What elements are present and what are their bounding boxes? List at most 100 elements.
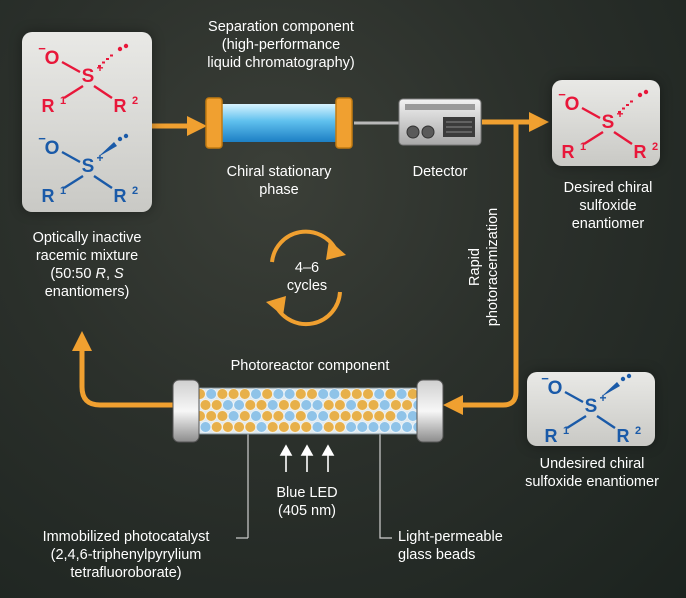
- detector-icon: [398, 98, 482, 146]
- sulfur-atom: S: [602, 112, 615, 133]
- glass-bead: [210, 399, 223, 411]
- glass-beads-label: Light-permeable glass beads: [398, 529, 503, 563]
- glass-bead: [300, 399, 313, 411]
- lone-pair-dot: [620, 376, 626, 382]
- bond-s-r1: [583, 130, 604, 146]
- glass-bead: [339, 410, 352, 422]
- racemic-label: Optically inactive racemic mixture (50:5…: [32, 230, 142, 300]
- glass-bead: [378, 421, 391, 433]
- detector-label: Detector: [412, 164, 468, 180]
- photoreactor-tube: [172, 379, 444, 443]
- glass-bead: [367, 421, 380, 433]
- separation-label: Separation component (high-performance l…: [207, 19, 355, 71]
- r2-group: R: [114, 96, 127, 116]
- glass-bead: [210, 421, 223, 433]
- chiral-column: [205, 97, 353, 149]
- glass-bead: [222, 399, 234, 411]
- r2-superscript: 2: [652, 141, 658, 153]
- glass-bead: [345, 399, 357, 411]
- glass-bead: [328, 388, 341, 400]
- glass-bead: [306, 410, 318, 422]
- r2-group: R: [634, 142, 647, 162]
- oxygen-atom: O: [45, 138, 60, 159]
- glass-bead: [272, 410, 285, 422]
- glass-bead: [216, 388, 229, 400]
- glass-beads-leader: [379, 430, 392, 539]
- lone-pair-dot: [637, 92, 643, 98]
- r1-superscript: 1: [60, 95, 66, 107]
- glass-bead: [261, 388, 274, 400]
- glass-bead: [362, 410, 374, 422]
- r2-superscript: 2: [132, 95, 138, 107]
- chiral-phase-label: Chiral stationary phase: [226, 164, 332, 198]
- glass-bead: [311, 399, 324, 411]
- glass-bead: [334, 421, 346, 433]
- glass-bead: [350, 410, 363, 422]
- glass-bead: [311, 421, 324, 433]
- bond-s-r2: [596, 415, 616, 429]
- glass-bead: [227, 388, 240, 400]
- glass-bead: [401, 421, 413, 433]
- glass-bead: [227, 410, 240, 422]
- photoreactor-label: Photoreactor component: [230, 358, 390, 374]
- glass-bead: [283, 388, 296, 400]
- glass-bead: [278, 399, 290, 411]
- glass-bead: [239, 410, 251, 422]
- bond-o-s: [61, 60, 81, 74]
- glass-bead: [362, 388, 374, 400]
- glass-bead: [289, 421, 301, 433]
- glass-bead: [300, 421, 313, 433]
- r1-group: R: [562, 142, 575, 162]
- r1-superscript: 1: [580, 141, 586, 153]
- oxygen-atom: O: [548, 378, 563, 399]
- lone-pair-dot: [626, 373, 632, 379]
- glass-bead: [334, 399, 346, 411]
- glass-bead: [278, 421, 290, 433]
- oxygen-charge: −: [38, 41, 46, 56]
- glass-bead: [199, 421, 212, 433]
- r2-group: R: [114, 186, 127, 206]
- r1-group: R: [42, 96, 55, 116]
- glass-bead: [216, 410, 229, 422]
- glass-bead: [401, 399, 413, 411]
- glass-bead: [390, 421, 402, 433]
- glass-bead: [322, 399, 335, 411]
- blue-led-arrows: [279, 444, 335, 472]
- glass-bead: [222, 421, 234, 433]
- glass-bead: [378, 399, 391, 411]
- glass-bead: [233, 399, 245, 411]
- glass-bead: [356, 421, 369, 433]
- glass-bead: [250, 410, 262, 422]
- glass-bead: [199, 399, 212, 411]
- bond-o-s: [61, 150, 81, 164]
- glass-bead: [294, 388, 307, 400]
- glass-bead: [250, 388, 262, 400]
- glass-bead: [384, 410, 397, 422]
- glass-bead: [328, 410, 341, 422]
- oxygen-atom: O: [45, 48, 60, 69]
- glass-bead: [356, 399, 369, 411]
- lone-pair-dot: [643, 89, 649, 95]
- r2-group: R: [617, 426, 630, 446]
- glass-bead: [395, 388, 408, 400]
- r2-superscript: 2: [635, 425, 641, 437]
- glass-bead: [384, 388, 397, 400]
- glass-bead: [283, 410, 296, 422]
- cycles-label: 4–6 cycles: [286, 260, 328, 294]
- glass-bead: [239, 388, 251, 400]
- undesired-enantiomer-panel: [527, 372, 655, 446]
- wedge-bond: [601, 382, 620, 397]
- bond-s-r2: [93, 85, 113, 99]
- glass-bead: [244, 421, 257, 433]
- glass-bead: [367, 399, 380, 411]
- bond-s-r2: [93, 175, 113, 189]
- lone-pair-dot: [123, 133, 129, 139]
- lone-pair-dot: [123, 43, 129, 49]
- glass-bead: [261, 410, 274, 422]
- bond-o-s: [581, 106, 601, 120]
- glass-bead: [306, 388, 318, 400]
- sulfur-charge: +: [96, 61, 103, 75]
